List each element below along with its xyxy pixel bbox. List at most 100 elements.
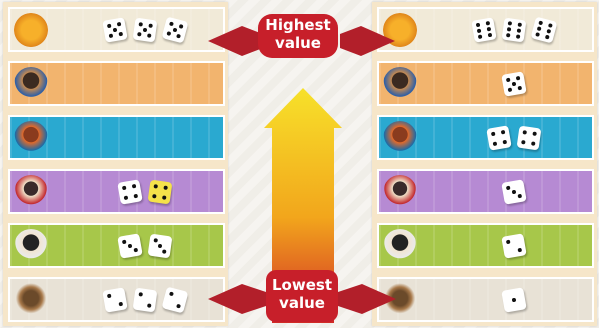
pip-icon	[506, 26, 511, 32]
die-3-icon	[147, 233, 172, 258]
pip-icon	[487, 32, 492, 37]
left-row-1	[8, 7, 225, 52]
pip-icon	[516, 85, 522, 90]
die-4-icon	[516, 125, 541, 150]
left-row-4	[8, 169, 225, 214]
die-4-icon	[147, 179, 172, 204]
pip-icon	[165, 30, 171, 36]
pip-icon	[511, 189, 516, 194]
right-row-3-dice	[441, 117, 586, 158]
pip-icon	[127, 243, 132, 248]
right-row-6-dice	[441, 279, 586, 320]
pip-icon	[137, 291, 143, 297]
die-4-icon	[485, 124, 512, 151]
pip-icon	[521, 129, 527, 135]
priest-icon	[14, 121, 48, 155]
die-4-icon	[116, 178, 143, 205]
highest-label-line1: Highest	[265, 16, 331, 34]
pip-icon	[157, 243, 162, 248]
pip-icon	[161, 248, 167, 254]
die-2-icon	[161, 286, 188, 313]
left-board	[3, 2, 228, 326]
pip-icon	[511, 297, 516, 302]
pip-icon	[545, 28, 551, 34]
die-6-icon	[501, 17, 526, 42]
pip-icon	[516, 27, 521, 33]
left-row-2	[8, 61, 225, 106]
pip-icon	[507, 20, 512, 26]
pip-icon	[137, 21, 143, 27]
right-row-5	[377, 223, 594, 268]
die-5-icon	[101, 16, 128, 43]
pip-icon	[516, 247, 522, 252]
pip-icon	[146, 302, 152, 308]
pip-icon	[131, 183, 136, 189]
pip-icon	[117, 31, 123, 36]
pip-icon	[152, 183, 158, 189]
pip-icon	[132, 247, 138, 252]
pip-icon	[175, 33, 181, 39]
pip-icon	[121, 239, 127, 244]
die-3-icon	[116, 232, 143, 259]
die-2-icon	[132, 287, 157, 312]
die-5-icon	[161, 16, 188, 43]
pip-icon	[492, 140, 497, 146]
pip-icon	[490, 131, 496, 136]
pip-icon	[530, 140, 536, 146]
right-row-2	[377, 61, 594, 106]
pip-icon	[505, 239, 511, 244]
egyptian-woman-icon	[383, 67, 417, 101]
pip-icon	[534, 31, 540, 37]
pip-icon	[537, 19, 543, 25]
pip-icon	[168, 290, 174, 296]
noble-icon	[14, 175, 48, 209]
egyptian-woman-icon	[14, 67, 48, 101]
lowest-label-line1: Lowest	[272, 276, 332, 294]
left-row-5-dice	[72, 225, 217, 266]
pip-icon	[477, 33, 482, 39]
pip-icon	[146, 32, 152, 38]
right-row-1	[377, 7, 594, 52]
priest-icon	[383, 121, 417, 155]
arrow-right-top-icon	[340, 26, 395, 56]
pip-icon	[517, 21, 522, 27]
left-row-5	[8, 223, 225, 268]
arrow-left-top-icon	[208, 26, 263, 56]
woman-icon	[14, 229, 48, 263]
pip-icon	[505, 185, 511, 190]
right-row-1-dice	[441, 9, 586, 50]
die-6-icon	[470, 16, 497, 43]
goat-icon	[14, 283, 48, 317]
pip-icon	[516, 193, 522, 198]
highest-label-line2: value	[275, 34, 321, 52]
left-row-6	[8, 277, 225, 322]
pip-icon	[501, 139, 507, 144]
pip-icon	[515, 33, 520, 39]
pip-icon	[475, 22, 480, 27]
pip-icon	[505, 32, 510, 38]
die-2-icon	[500, 232, 527, 259]
pip-icon	[175, 303, 181, 309]
pip-icon	[515, 75, 520, 81]
right-board	[372, 2, 597, 326]
pip-icon	[142, 27, 147, 32]
pip-icon	[536, 25, 542, 31]
pip-icon	[172, 27, 177, 32]
right-row-2-dice	[441, 63, 586, 104]
lowest-value-label: Lowest value	[266, 270, 338, 322]
pip-icon	[500, 129, 505, 135]
die-3-icon	[500, 178, 527, 205]
right-row-6	[377, 277, 594, 322]
left-row-1-dice	[72, 9, 217, 50]
left-row-3	[8, 115, 225, 160]
die-6-icon	[530, 16, 557, 43]
pip-icon	[511, 81, 516, 86]
pip-icon	[106, 293, 112, 298]
pip-icon	[162, 184, 168, 190]
pip-icon	[116, 21, 121, 27]
right-row-3	[377, 115, 594, 160]
pip-icon	[168, 20, 174, 26]
highest-value-label: Highest value	[258, 14, 338, 58]
pip-icon	[108, 32, 113, 38]
lowest-label-line2: value	[279, 294, 325, 312]
